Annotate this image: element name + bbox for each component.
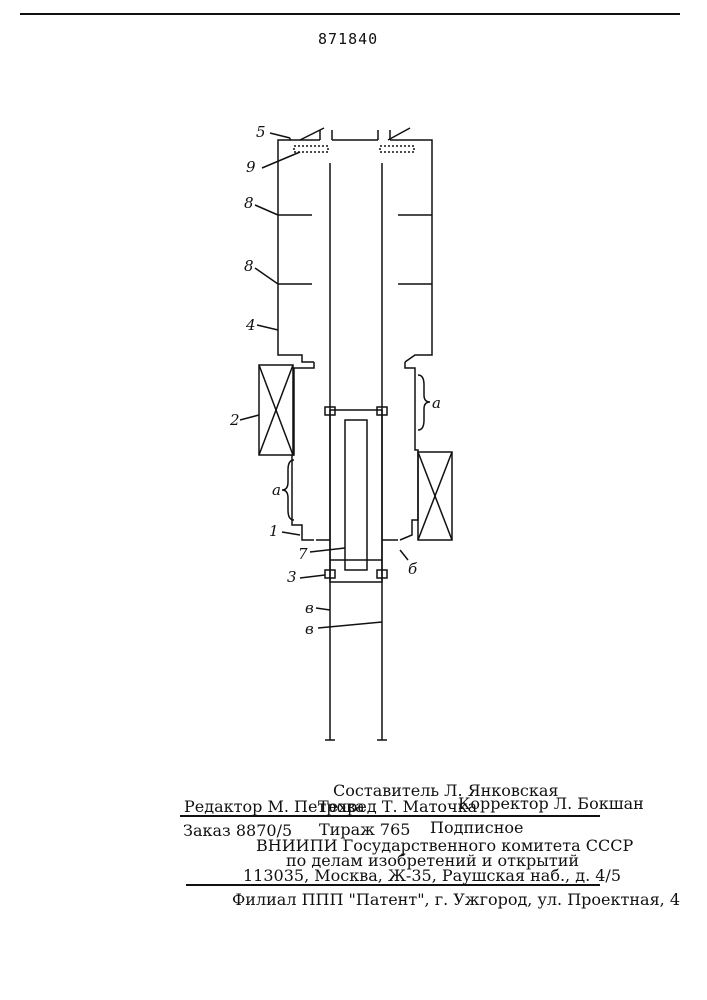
brace-right — [418, 375, 430, 430]
label-a-right: а — [432, 394, 441, 412]
label-3: 3 — [287, 568, 297, 586]
colophon-rule-2 — [186, 884, 600, 886]
label-a-left: а — [272, 481, 281, 499]
colophon-rule-1 — [180, 815, 600, 817]
branch: Филиал ППП "Патент", г. Ужгород, ул. Про… — [232, 890, 680, 909]
label-8a: 8 — [244, 194, 254, 212]
tube-right — [400, 362, 418, 540]
label-9: 9 — [246, 158, 256, 176]
label-v2: в — [305, 620, 314, 638]
label-v1: в — [305, 599, 314, 617]
label-1: 1 — [269, 522, 279, 540]
label-2: 2 — [229, 411, 240, 429]
label-8b: 8 — [244, 257, 254, 275]
label-5: 5 — [256, 123, 266, 141]
techred: Техред Т. Маточка — [318, 797, 477, 816]
label-7: 7 — [298, 545, 308, 563]
corrector: Корректор Л. Бокшан — [458, 794, 644, 813]
heater-right — [380, 146, 414, 152]
substrate-holder-7 — [345, 420, 367, 570]
tube-left — [292, 362, 314, 540]
chamber-top — [290, 140, 432, 362]
heater-left — [294, 146, 328, 152]
subscription: Подписное — [430, 818, 524, 837]
label-b: б — [408, 560, 418, 578]
label-4: 4 — [245, 316, 256, 334]
valve-flap-right — [388, 128, 410, 140]
carriage-frame — [330, 410, 382, 582]
address: 113035, Москва, Ж-35, Раушская наб., д. … — [243, 866, 621, 885]
chamber-outline — [278, 138, 314, 362]
